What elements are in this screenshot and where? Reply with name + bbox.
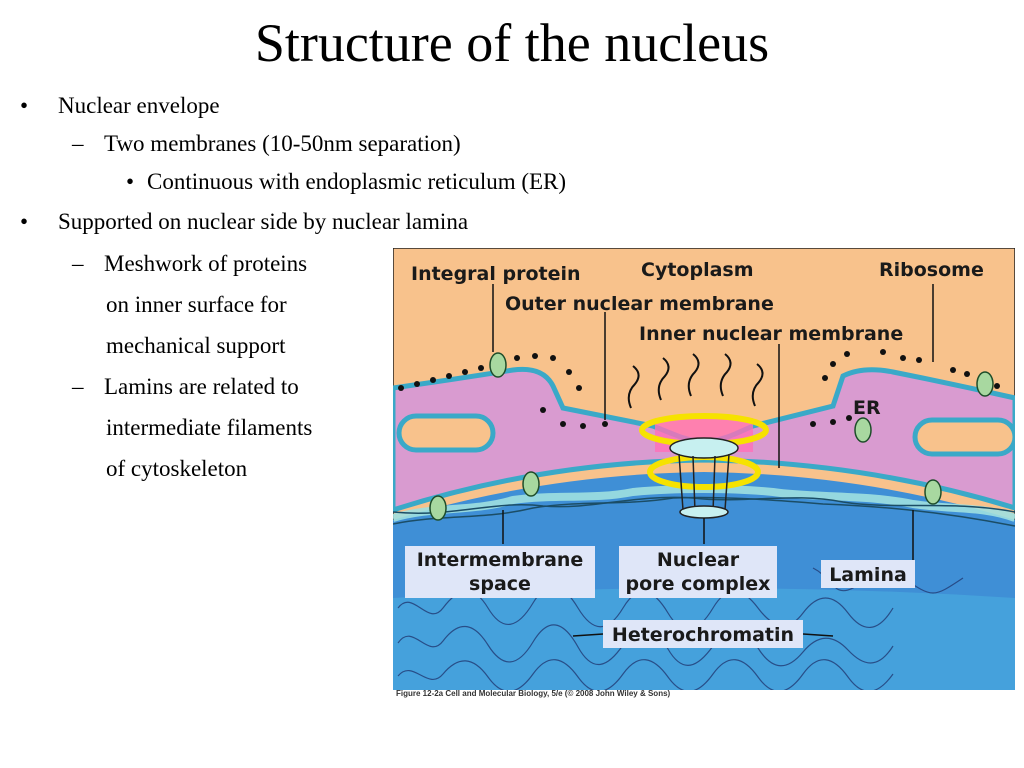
outline-item: intermediate filaments [106, 415, 313, 440]
outline-item: on inner surface for [106, 292, 287, 317]
label-pore-complex: pore complex [626, 573, 771, 595]
integral-protein [522, 471, 540, 497]
leader-lines [492, 284, 934, 637]
outline-item: Supported on nuclear side by nuclear lam… [58, 209, 469, 234]
outline-marker: • [20, 93, 29, 118]
nuclear-envelope [393, 366, 1015, 513]
label-outer-nuclear-membrane: Outer nuclear membrane [505, 293, 774, 315]
integral-protein [924, 479, 942, 505]
intermembrane-label-box [405, 546, 595, 598]
lamina-label-box [821, 560, 915, 588]
outline-marker: • [126, 169, 135, 194]
label-ribosome: Ribosome [879, 259, 984, 281]
label-integral-protein: Integral protein [411, 263, 581, 285]
label-cytoplasm: Cytoplasm [641, 259, 754, 281]
integral-protein [429, 495, 447, 521]
pore-label-box [619, 546, 777, 598]
outline-marker: • [20, 209, 29, 234]
outline-item: Meshwork of proteins [104, 251, 308, 276]
outline-item: Nuclear envelope [58, 93, 220, 118]
label-lamina: Lamina [829, 564, 907, 586]
nuclear-pore-complex [627, 353, 769, 519]
nucleus-figure: Integral protein Cytoplasm Ribosome Oute… [393, 248, 1015, 690]
er-lumen-left [396, 413, 496, 453]
outline-item: of cytoskeleton [106, 456, 248, 481]
outline-item: Continuous with endoplasmic reticulum (E… [147, 169, 567, 194]
outline-marker: – [72, 131, 84, 156]
outline-marker: – [72, 251, 84, 276]
heterochromatin-label-box [603, 620, 803, 648]
lamina-fiber [393, 496, 1015, 514]
outline-item: mechanical support [106, 333, 286, 358]
label-space: space [469, 573, 531, 595]
outline-marker: – [72, 374, 84, 399]
integral-protein [854, 417, 872, 443]
label-nuclear: Nuclear [657, 549, 740, 571]
label-er: ER [853, 397, 881, 419]
er-lumen-right [912, 417, 1015, 457]
outline-item: Lamins are related to [104, 374, 299, 399]
label-intermembrane: Intermembrane [417, 549, 584, 571]
figure-caption: Figure 12-2a Cell and Molecular Biology,… [396, 689, 671, 698]
ribosome-dots [398, 349, 1000, 429]
label-heterochromatin: Heterochromatin [612, 624, 794, 646]
page-title: Structure of the nucleus [254, 13, 770, 73]
integral-protein [489, 352, 507, 378]
label-inner-nuclear-membrane: Inner nuclear membrane [639, 323, 903, 345]
integral-protein-markers [429, 352, 994, 521]
integral-protein [976, 371, 994, 397]
outline-item: Two membranes (10-50nm separation) [104, 131, 461, 156]
